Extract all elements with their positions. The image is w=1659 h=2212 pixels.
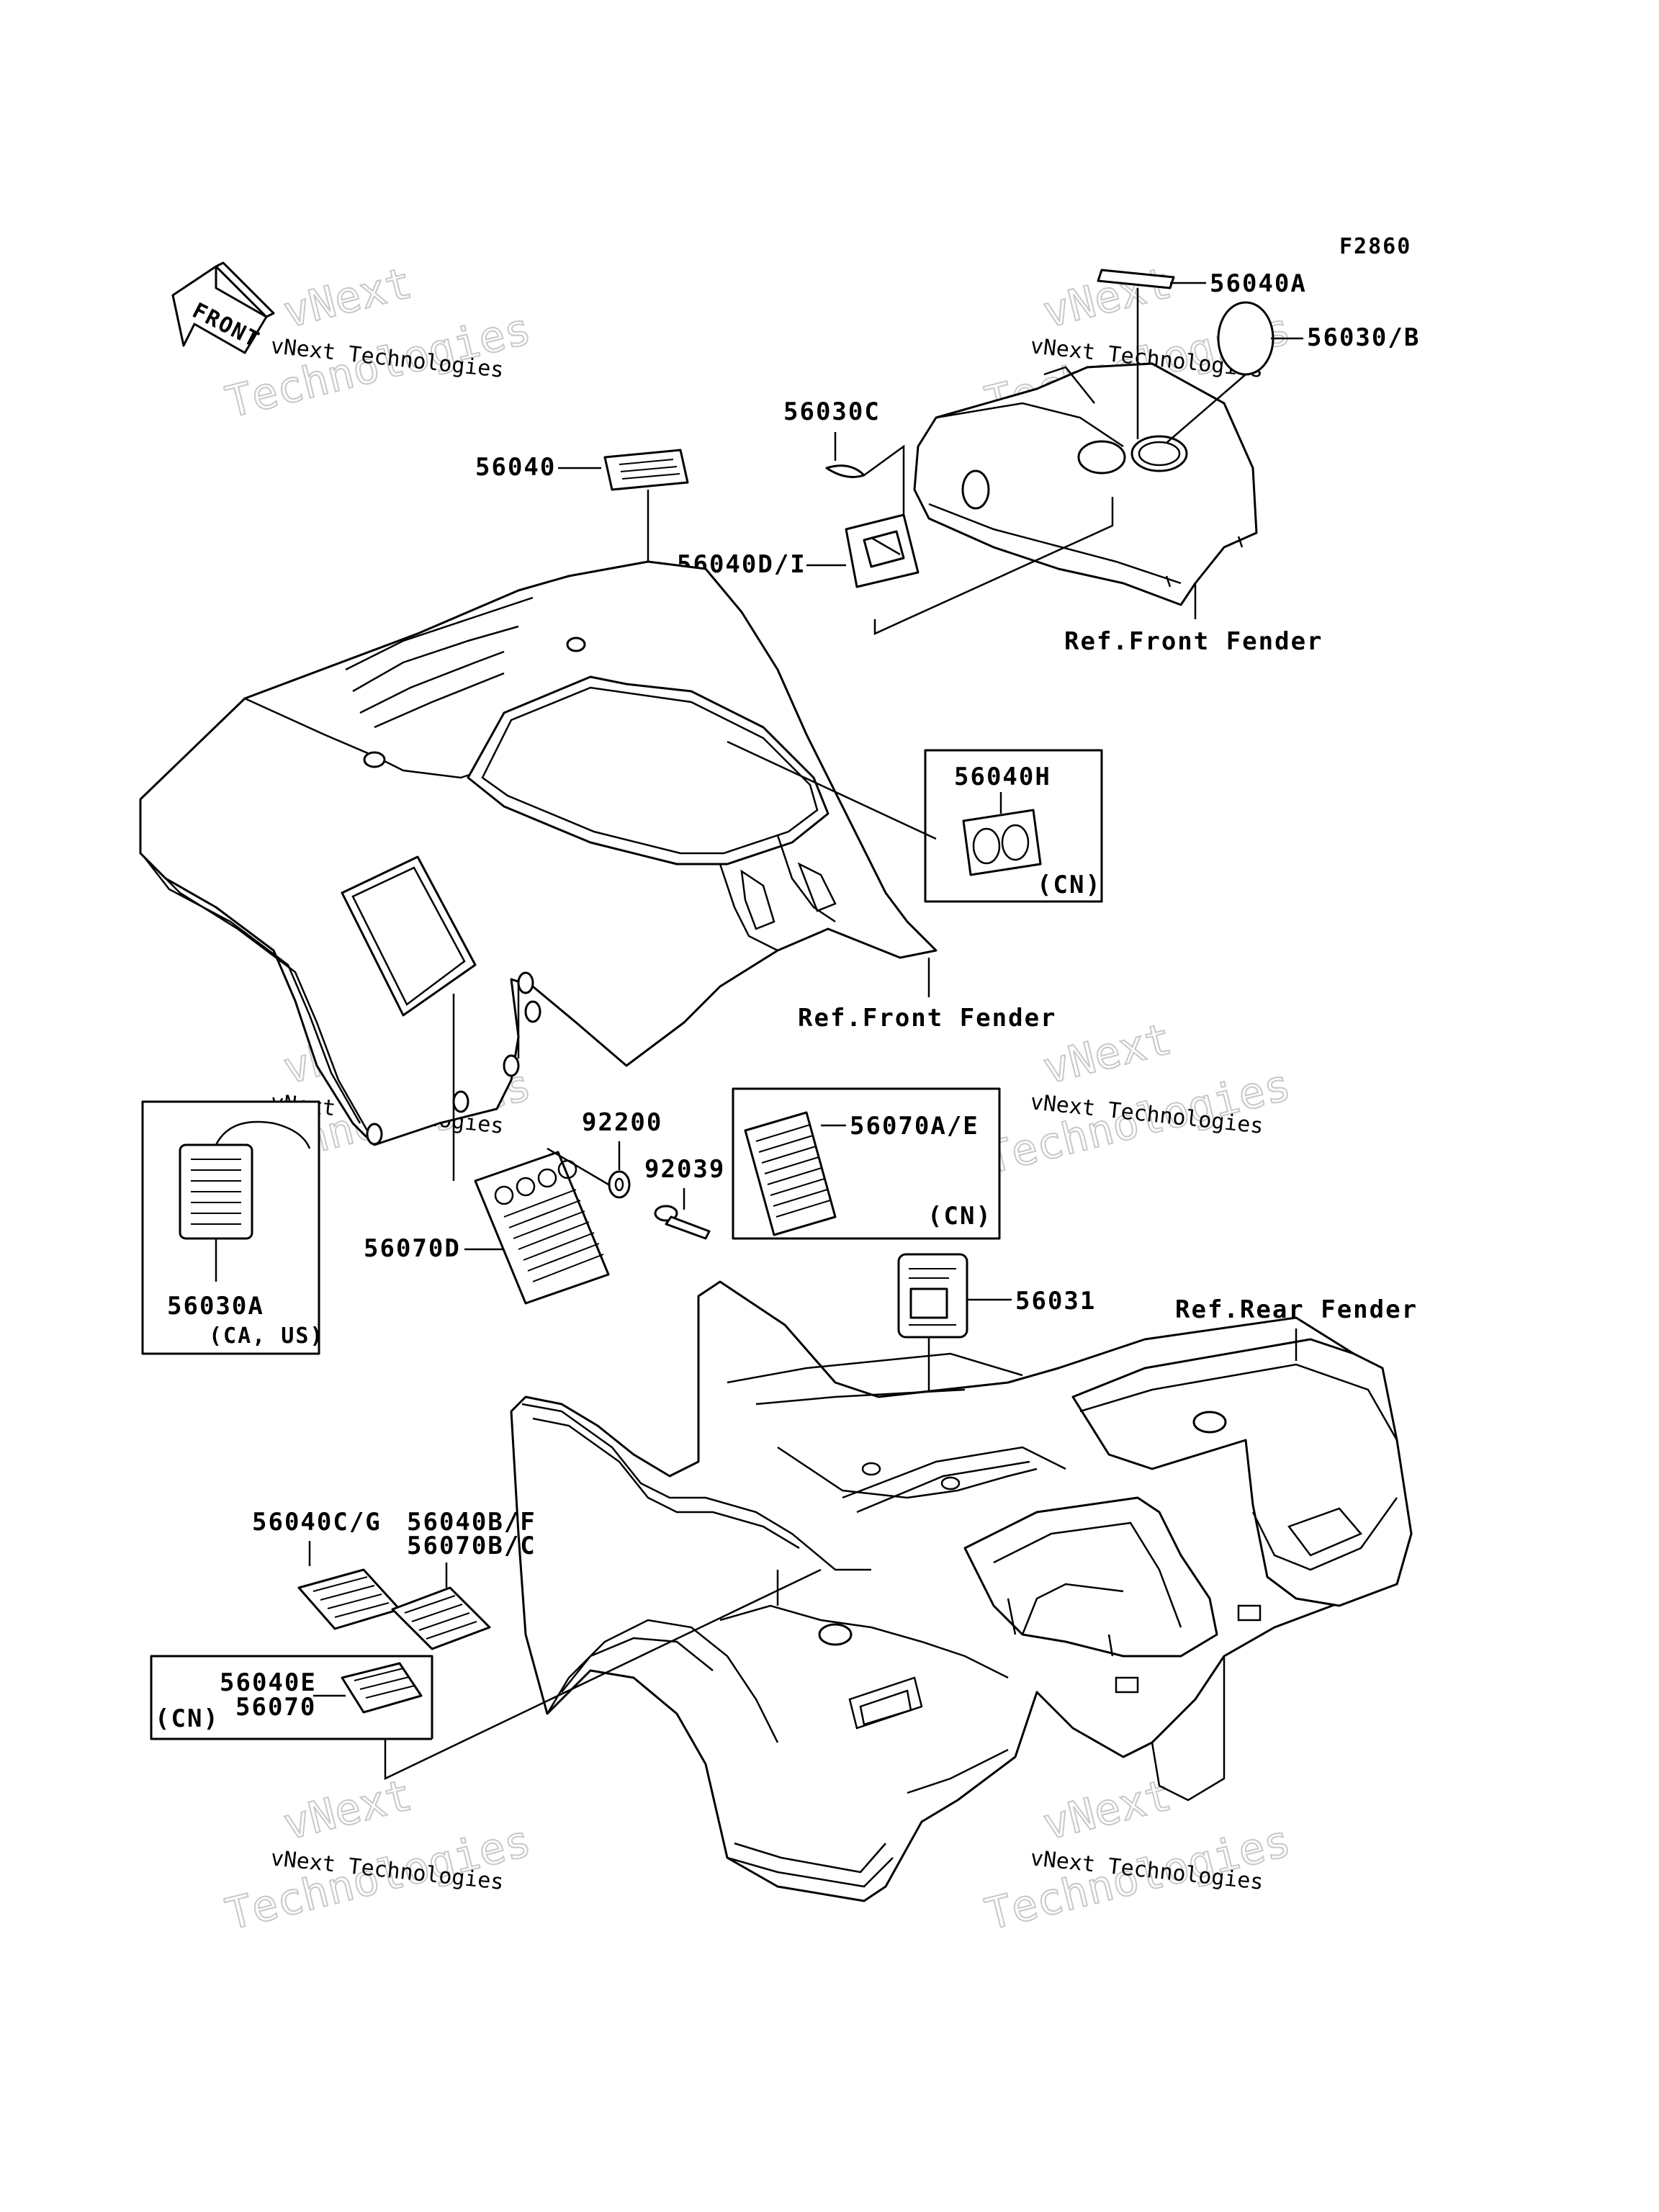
svg-text:56070A/E: 56070A/E	[850, 1112, 979, 1141]
svg-text:56030/B: 56030/B	[1307, 323, 1420, 352]
svg-text:92039: 92039	[644, 1155, 725, 1184]
front-arrow-icon: FRONT	[171, 261, 275, 354]
sticker-56040e-56070-box: 56040E 56070 (CN)	[150, 1568, 822, 1780]
svg-text:92200: 92200	[582, 1108, 662, 1137]
svg-text:56070B/C: 56070B/C	[407, 1532, 536, 1560]
svg-text:(CA, US): (CA, US)	[209, 1323, 325, 1349]
svg-text:vNext: vNext	[279, 258, 417, 338]
sticker-56040bf-56070bc: 56040B/F 56070B/C	[391, 1508, 779, 1650]
svg-text:(CN): (CN)	[1037, 871, 1102, 899]
svg-text:56030C: 56030C	[783, 397, 881, 426]
watermark-mid-right: vNext Technologies vNext Technologies	[980, 1013, 1297, 1185]
watermark-top-left: vNext Technologies vNext Technologies	[220, 257, 537, 429]
sticker-56030a-box: 56030A (CA, US)	[141, 1100, 325, 1355]
svg-text:Ref.Front Fender: Ref.Front Fender	[798, 1004, 1057, 1033]
sticker-56040: 56040	[475, 449, 689, 648]
svg-text:vNext: vNext	[1038, 1014, 1177, 1094]
svg-text:56040A: 56040A	[1210, 269, 1307, 298]
svg-text:56040E: 56040E	[220, 1668, 317, 1697]
ref-front-fender-top: Ref.Front Fender	[1064, 583, 1323, 656]
sticker-56030b: 56030/B	[1166, 301, 1420, 444]
watermark-bottom-left: vNext Technologies vNext Technologies	[220, 1769, 537, 1941]
watermark-bottom-right: vNext Technologies vNext Technologies	[980, 1769, 1297, 1941]
svg-text:Ref.Front Fender: Ref.Front Fender	[1064, 627, 1323, 656]
svg-text:(CN): (CN)	[927, 1202, 992, 1231]
svg-text:56040C/G: 56040C/G	[252, 1508, 382, 1537]
washer-92200: 92200	[547, 1108, 662, 1199]
sticker-56040h-box: 56040H (CN)	[727, 740, 1103, 903]
rear-fender	[510, 1280, 1413, 1902]
ref-rear-fender: Ref.Rear Fender	[1175, 1295, 1418, 1361]
rivet-92039: 92039	[644, 1155, 725, 1240]
svg-text:Ref.Rear Fender: Ref.Rear Fender	[1175, 1295, 1418, 1324]
ref-front-fender-mid: Ref.Front Fender	[798, 958, 1057, 1033]
svg-text:(CN): (CN)	[155, 1704, 220, 1733]
svg-text:56070: 56070	[235, 1693, 316, 1722]
sticker-56030c: 56030C	[783, 397, 905, 518]
sticker-56031: 56031	[897, 1253, 1096, 1483]
svg-text:vNext: vNext	[279, 1770, 417, 1851]
svg-text:56040B/F: 56040B/F	[407, 1508, 536, 1537]
sticker-56040cg: 56040C/G	[252, 1508, 401, 1630]
front-fender	[139, 560, 938, 1146]
sticker-56070ae-box: 56070A/E (CN)	[732, 1087, 1001, 1240]
svg-text:vNext: vNext	[1038, 1770, 1177, 1851]
svg-text:56031: 56031	[1015, 1287, 1096, 1316]
sticker-56070d: 56070D	[364, 994, 610, 1305]
sticker-56040a: 56040A	[1097, 269, 1307, 439]
diagram-code: F2860	[1339, 234, 1411, 259]
svg-text:56070D: 56070D	[364, 1234, 461, 1263]
svg-text:56040: 56040	[475, 453, 556, 482]
svg-text:56040H: 56040H	[954, 763, 1051, 791]
front-cover-upper	[913, 362, 1258, 606]
svg-text:56030A: 56030A	[167, 1292, 264, 1321]
